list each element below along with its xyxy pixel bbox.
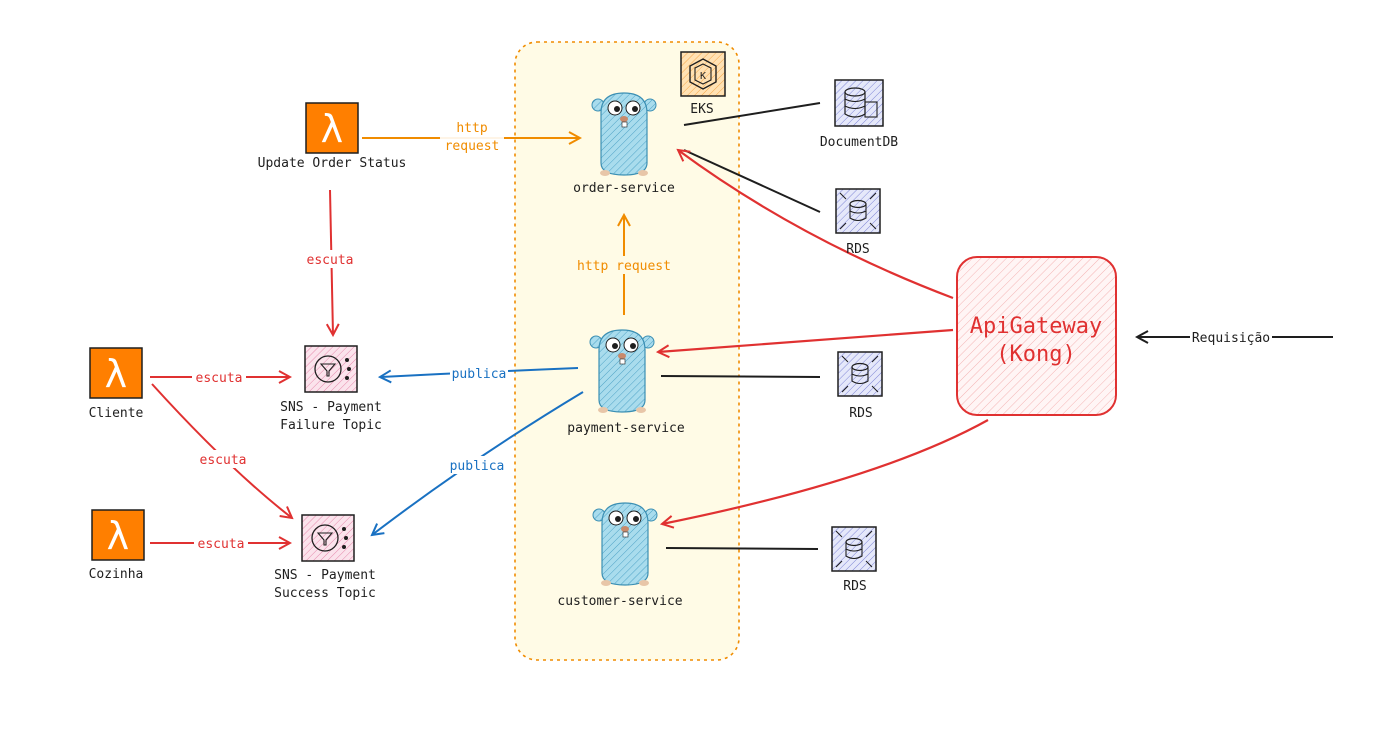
edge-customer-rds [665, 547, 819, 550]
edge-label-publica-failure: publica [452, 367, 507, 382]
customer-service-label: customer-service [557, 594, 682, 609]
lambda-cliente[interactable]: λ [89, 347, 143, 399]
sns-success-label-2: Success Topic [274, 586, 376, 601]
edge-gateway-to-customer [662, 419, 989, 524]
lambda-update-order-status[interactable]: λ [305, 102, 359, 154]
payment-service-label: payment-service [567, 421, 685, 436]
lambda-icon [305, 102, 359, 154]
edge-label-escuta-cozinha: escuta [198, 537, 245, 552]
documentdb-label: DocumentDB [820, 135, 898, 150]
rds-order-label: RDS [846, 242, 869, 257]
sns-failure-label-1: SNS - Payment [280, 400, 382, 415]
edge-label-escuta-cliente-failure: escuta [196, 371, 243, 386]
rds-icon [837, 351, 883, 397]
rds-customer-node[interactable] [831, 526, 877, 572]
customer-service-node[interactable] [592, 502, 658, 586]
edge-payment-rds [660, 375, 821, 378]
svg-text:λ: λ [105, 352, 128, 396]
rds-payment-label: RDS [849, 406, 872, 421]
edge-label-escuta-cliente-success: escuta [200, 453, 247, 468]
rds-customer-label: RDS [843, 579, 866, 594]
edge-label-requisicao: Requisição [1192, 331, 1270, 346]
edge-label-publica-success: publica [450, 459, 505, 474]
lambda-cozinha[interactable]: λ [91, 509, 145, 561]
gopher-icon [589, 329, 655, 413]
gopher-icon [592, 502, 658, 586]
edge-label-http: http [456, 121, 487, 136]
sns-success-topic[interactable] [301, 514, 355, 562]
svg-text:λ: λ [107, 514, 130, 558]
edge-gateway-to-order [678, 150, 954, 300]
sns-failure-topic[interactable] [304, 345, 358, 393]
lambda-icon [91, 509, 145, 561]
edge-label-http-request: http request [577, 259, 671, 274]
rds-order-node[interactable] [835, 188, 881, 234]
order-service-label: order-service [573, 181, 675, 196]
eks-label: EKS [690, 102, 713, 117]
rds-icon [831, 526, 877, 572]
edge-gateway-to-payment [658, 328, 954, 352]
documentdb-icon [834, 79, 884, 127]
gateway-subtitle: (Kong) [996, 342, 1075, 367]
gopher-icon [591, 92, 657, 176]
api-gateway-node[interactable]: ApiGateway (Kong) [956, 256, 1117, 416]
edge-label-escuta-update: escuta [307, 253, 354, 268]
edge-order-documentdb [683, 102, 821, 126]
eks-icon: K [680, 51, 726, 97]
rds-payment-node[interactable] [837, 351, 883, 397]
lambda-update-label: Update Order Status [258, 156, 407, 171]
svg-text:K: K [700, 71, 706, 82]
edge-label-request: request [445, 139, 500, 154]
gateway-title: ApiGateway [970, 314, 1102, 339]
lambda-icon [89, 347, 143, 399]
rds-icon [835, 188, 881, 234]
lambda-cliente-label: Cliente [89, 406, 144, 421]
sns-success-label-1: SNS - Payment [274, 568, 376, 583]
documentdb-node[interactable] [834, 79, 884, 127]
lambda-cozinha-label: Cozinha [89, 567, 144, 582]
order-service-node[interactable] [591, 92, 657, 176]
payment-service-node[interactable] [589, 329, 655, 413]
svg-text:λ: λ [321, 107, 344, 151]
sns-failure-label-2: Failure Topic [280, 418, 382, 433]
edge-order-rds [683, 149, 821, 213]
